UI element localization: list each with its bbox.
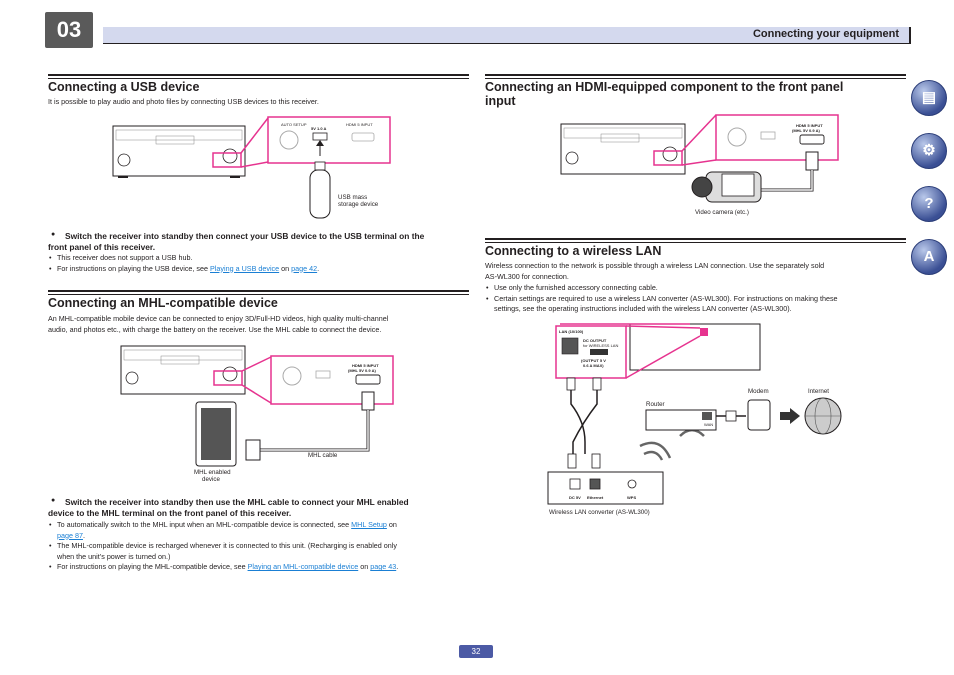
book-icon[interactable]: ▤ [911,80,947,116]
svg-text:5V 1.0 A: 5V 1.0 A [311,126,327,131]
mhl-notes: To automatically switch to the MHL input… [48,520,468,573]
usb-device-caption-2: storage device [338,201,379,208]
link-mhl-setup[interactable]: MHL Setup [351,520,387,529]
usb-connection-figure: AUTO SETUP 5V 1.0 A HDMI 5 INPUT USB mas… [112,116,391,219]
mhl-note-3: For instructions on playing the MHL-comp… [48,562,468,573]
usb-note-1: This receiver does not support a USB hub… [48,253,468,264]
usb-step: Switch the receiver into standby then co… [48,231,425,252]
svg-text:HDMI 5 INPUT: HDMI 5 INPUT [346,122,373,127]
link-page-43[interactable]: page 43 [370,562,397,571]
hdmi-port-icon [355,374,381,385]
svg-text:WAN: WAN [704,422,713,427]
wlan-section-title: Connecting to a wireless LAN [485,244,662,258]
page-number: 32 [459,645,493,658]
svg-text:for WIRELESS LAN: for WIRELESS LAN [583,343,618,348]
svg-text:(OUTPUT 5 V: (OUTPUT 5 V [581,358,606,363]
converter-caption: Wireless LAN converter (AS-WL300) [549,509,650,516]
faq-icon[interactable]: ? [911,186,947,222]
usb-note-2: For instructions on playing the USB devi… [48,264,468,275]
link-page-42[interactable]: page 42 [291,263,318,273]
settings-icon[interactable]: ⚙ [911,133,947,169]
link-playing-usb[interactable]: Playing a USB device [210,263,280,273]
chapter-number: 03 [45,12,93,48]
svg-text:HDMI 5 INPUT: HDMI 5 INPUT [796,123,823,128]
wireless-lan-converter [547,471,664,505]
svg-text:DC OUTPUT: DC OUTPUT [583,338,607,343]
mhl-section-title: Connecting an MHL-compatible device [48,296,278,310]
modem [747,399,771,431]
link-playing-mhl[interactable]: Playing an MHL-compatible device [247,562,359,571]
hdmi-section-title: Connecting an HDMI-equipped component to… [485,80,844,108]
svg-text:DC 5V: DC 5V [569,495,581,500]
wlan-intro: Wireless connection to the network is po… [485,261,825,281]
svg-text:Internet: Internet [808,388,829,395]
svg-text:HDMI 5 INPUT: HDMI 5 INPUT [352,363,379,368]
svg-text:(MHL 5V 0.9 A): (MHL 5V 0.9 A) [348,368,376,373]
mhl-device-caption-1: MHL enabled [194,469,231,476]
mhl-cable-caption: MHL cable [308,452,338,459]
svg-text:Ethernet: Ethernet [587,495,604,500]
svg-text:WPS: WPS [627,495,636,500]
usb-intro: It is possible to play audio and photo f… [48,97,319,106]
hdmi-port-icon [799,134,825,145]
receiver-illustration [112,125,246,178]
usb-device-caption-1: USB mass [338,194,367,201]
wlan-note-2: Certain settings are required to use a w… [485,294,905,315]
hdmi-connection-figure: HDMI 5 INPUT (MHL 5V 0.9 A) Video camera… [560,114,839,216]
wlan-note-1: Use only the furnished accessory connect… [485,283,905,294]
rear-panel [629,323,761,371]
svg-text:(MHL 5V 0.9 A): (MHL 5V 0.9 A) [792,128,820,133]
arrow-icon [780,408,800,424]
mhl-device-caption-2: device [202,476,220,483]
svg-text:LAN (10/100): LAN (10/100) [559,329,584,334]
svg-text:AUTO SETUP: AUTO SETUP [281,122,307,127]
receiver-illustration [560,123,686,175]
header-title: Connecting your equipment [752,28,899,40]
mhl-intro: An MHL-compatible mobile device can be c… [48,314,389,334]
front-panel-detail [267,116,391,164]
wlan-notes: Use only the furnished accessory connect… [485,283,905,315]
header-bar: Connecting your equipment [103,27,911,44]
wlan-connection-figure: LAN (10/100) DC OUTPUT for WIRELESS LAN … [547,323,842,516]
link-page-87[interactable]: page 87 [57,530,83,540]
router [645,409,717,431]
receiver-illustration [120,345,246,395]
svg-text:0.6 A MAX): 0.6 A MAX) [583,363,604,368]
usb-stick-illustration [309,161,331,219]
mhl-note-2: The MHL-compatible device is recharged w… [48,541,468,562]
mhl-note-1: To automatically switch to the MHL input… [48,520,468,541]
front-panel-detail [715,114,839,161]
mhl-phone-illustration [195,401,237,467]
video-camera-illustration [691,171,762,203]
svg-text:Router: Router [646,401,665,408]
glossary-icon[interactable]: A [911,239,947,275]
mhl-step: Switch the receiver into standby then us… [48,497,409,518]
usb-section-title: Connecting a USB device [48,80,200,94]
video-camera-caption: Video camera (etc.) [695,209,749,216]
usb-notes: This receiver does not support a USB hub… [48,253,468,274]
svg-text:Modem: Modem [748,388,769,395]
mhl-connection-figure: HDMI 5 INPUT (MHL 5V 0.9 A) MHL cable MH… [120,345,394,483]
